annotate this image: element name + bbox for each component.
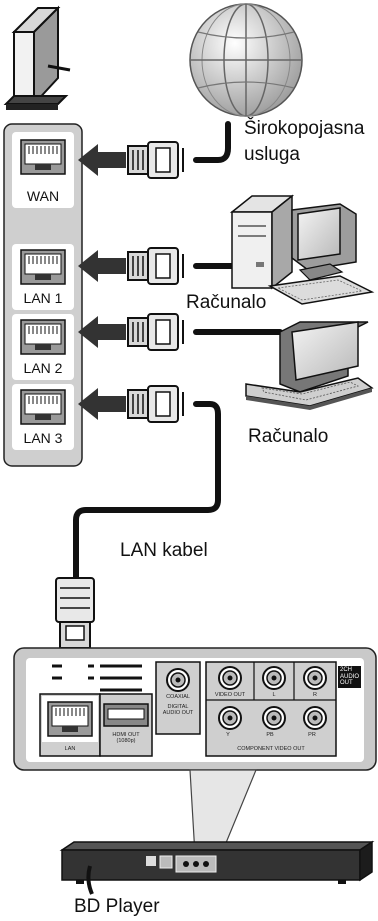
wan-plug <box>127 141 184 179</box>
component-pb-label: PB <box>266 732 274 738</box>
lan2-plug <box>127 313 184 351</box>
component-y-label: Y <box>226 732 230 738</box>
component-y-jack <box>218 706 242 730</box>
2ch-line3: OUT <box>340 680 353 686</box>
component-video-out-label: COMPONENT VIDEO OUT <box>237 746 305 752</box>
port-label-lan1: LAN 1 <box>23 290 63 306</box>
lan3-jack <box>20 389 66 425</box>
2ch-line2: AUDIO <box>340 673 360 680</box>
network-cables <box>73 121 283 583</box>
coaxial-label: COAXIAL <box>166 694 190 700</box>
internet-service-label-1: Širokopojasna <box>244 118 365 139</box>
port-label-lan3: LAN 3 <box>23 430 63 446</box>
router <box>3 5 71 110</box>
lan2-jack <box>20 319 66 355</box>
component-pr-jack <box>303 706 327 730</box>
hdmi-out-sublabel: (1080p) <box>116 738 136 744</box>
component-pb-jack <box>262 706 286 730</box>
lan3-plug <box>127 385 184 423</box>
player-side-plug <box>55 577 95 649</box>
audio-l-label: L <box>272 692 276 698</box>
audio-r-label: R <box>313 692 317 698</box>
desktop-computer-label: Računalo <box>186 292 267 313</box>
lan1-jack <box>20 249 66 285</box>
lan-port-label: LAN <box>64 746 76 752</box>
internet-globe-icon <box>189 3 303 117</box>
router-jacks <box>20 139 66 425</box>
2ch-line1: 2CH <box>340 667 353 673</box>
lan1-plug <box>127 247 184 285</box>
audio-l-jack <box>262 666 286 690</box>
digital-audio-label-2: AUDIO OUT <box>162 710 194 716</box>
lan-cable-label: LAN kabel <box>120 540 208 561</box>
rca-jacks <box>47 666 327 737</box>
port-label-wan: WAN <box>26 188 60 204</box>
component-pr-label: PR <box>308 732 316 738</box>
desktop-computer-icon <box>229 194 375 305</box>
audio-r-jack <box>303 666 327 690</box>
2ch-audio-out-label: 2CH AUDIO OUT <box>338 666 362 688</box>
video-out-label: VIDEO OUT <box>214 692 246 698</box>
hdmi-out-label: HDMI OUT <box>112 732 140 738</box>
coaxial-jack <box>166 668 190 692</box>
digital-audio-label: DIGITAL <box>167 704 189 710</box>
video-out-jack <box>218 666 242 690</box>
cable-plugs <box>127 141 184 423</box>
laptop-computer-label: Računalo <box>248 426 329 447</box>
port-label-lan2: LAN 2 <box>23 360 63 376</box>
wan-jack <box>20 139 66 175</box>
bd-player-device <box>59 840 375 895</box>
internet-service-label-2: usluga <box>244 144 300 165</box>
bd-player-label: BD Player <box>74 896 160 917</box>
connection-arrows <box>78 144 126 420</box>
player-lan-jack <box>47 701 93 737</box>
laptop-computer-icon <box>245 321 374 410</box>
